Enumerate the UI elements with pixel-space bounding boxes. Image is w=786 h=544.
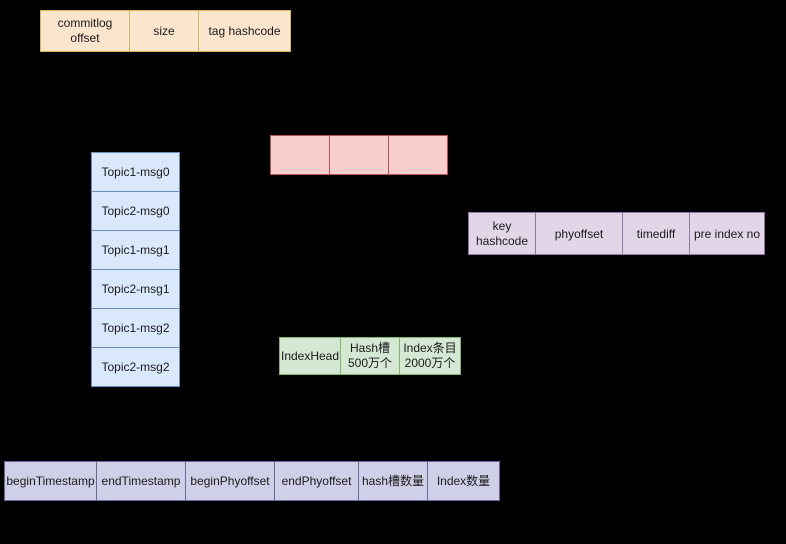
commitlog-message-cell[interactable]: Topic2-msg0 [91,191,180,231]
consumequeue-cell-commitlog-offset[interactable]: commitlog offset [40,10,130,52]
queue-block-cell[interactable] [329,135,389,175]
index-file-cell-index-entries[interactable]: Index条目 2000万个 [399,337,461,375]
queue-block-cell[interactable] [270,135,330,175]
index-header-cell-hash-slot-count[interactable]: hash槽数量 [358,461,428,501]
index-entry-cell-key-hashcode[interactable]: key hashcode [468,212,536,255]
commitlog-message-cell[interactable]: Topic1-msg1 [91,230,180,270]
index-file-cell-index-head[interactable]: IndexHead [279,337,341,375]
index-file-cell-hash-slots[interactable]: Hash槽 500万个 [340,337,400,375]
commitlog-message-cell[interactable]: Topic2-msg2 [91,347,180,387]
consumequeue-entry-row: commitlog offset size tag hashcode [40,10,291,52]
index-header-cell-begin-timestamp[interactable]: beginTimestamp [4,461,97,501]
index-header-cell-begin-phyoffset[interactable]: beginPhyoffset [185,461,275,501]
index-file-row: IndexHead Hash槽 500万个 Index条目 2000万个 [279,337,461,375]
index-entry-cell-pre-index-no[interactable]: pre index no [689,212,765,255]
index-header-cell-end-timestamp[interactable]: endTimestamp [96,461,186,501]
commitlog-message-cell[interactable]: Topic1-msg0 [91,152,180,192]
queue-blocks-row [270,135,448,175]
consumequeue-cell-tag-hashcode[interactable]: tag hashcode [198,10,291,52]
commitlog-message-column: Topic1-msg0 Topic2-msg0 Topic1-msg1 Topi… [91,152,180,387]
index-entry-cell-timediff[interactable]: timediff [622,212,690,255]
index-entry-cell-phyoffset[interactable]: phyoffset [535,212,623,255]
commitlog-message-cell[interactable]: Topic2-msg1 [91,269,180,309]
queue-block-cell[interactable] [388,135,448,175]
index-entry-row: key hashcode phyoffset timediff pre inde… [468,212,765,255]
commitlog-message-cell[interactable]: Topic1-msg2 [91,308,180,348]
index-header-cell-index-count[interactable]: Index数量 [427,461,500,501]
index-header-cell-end-phyoffset[interactable]: endPhyoffset [274,461,359,501]
index-header-row: beginTimestamp endTimestamp beginPhyoffs… [4,461,500,501]
consumequeue-cell-size[interactable]: size [129,10,199,52]
